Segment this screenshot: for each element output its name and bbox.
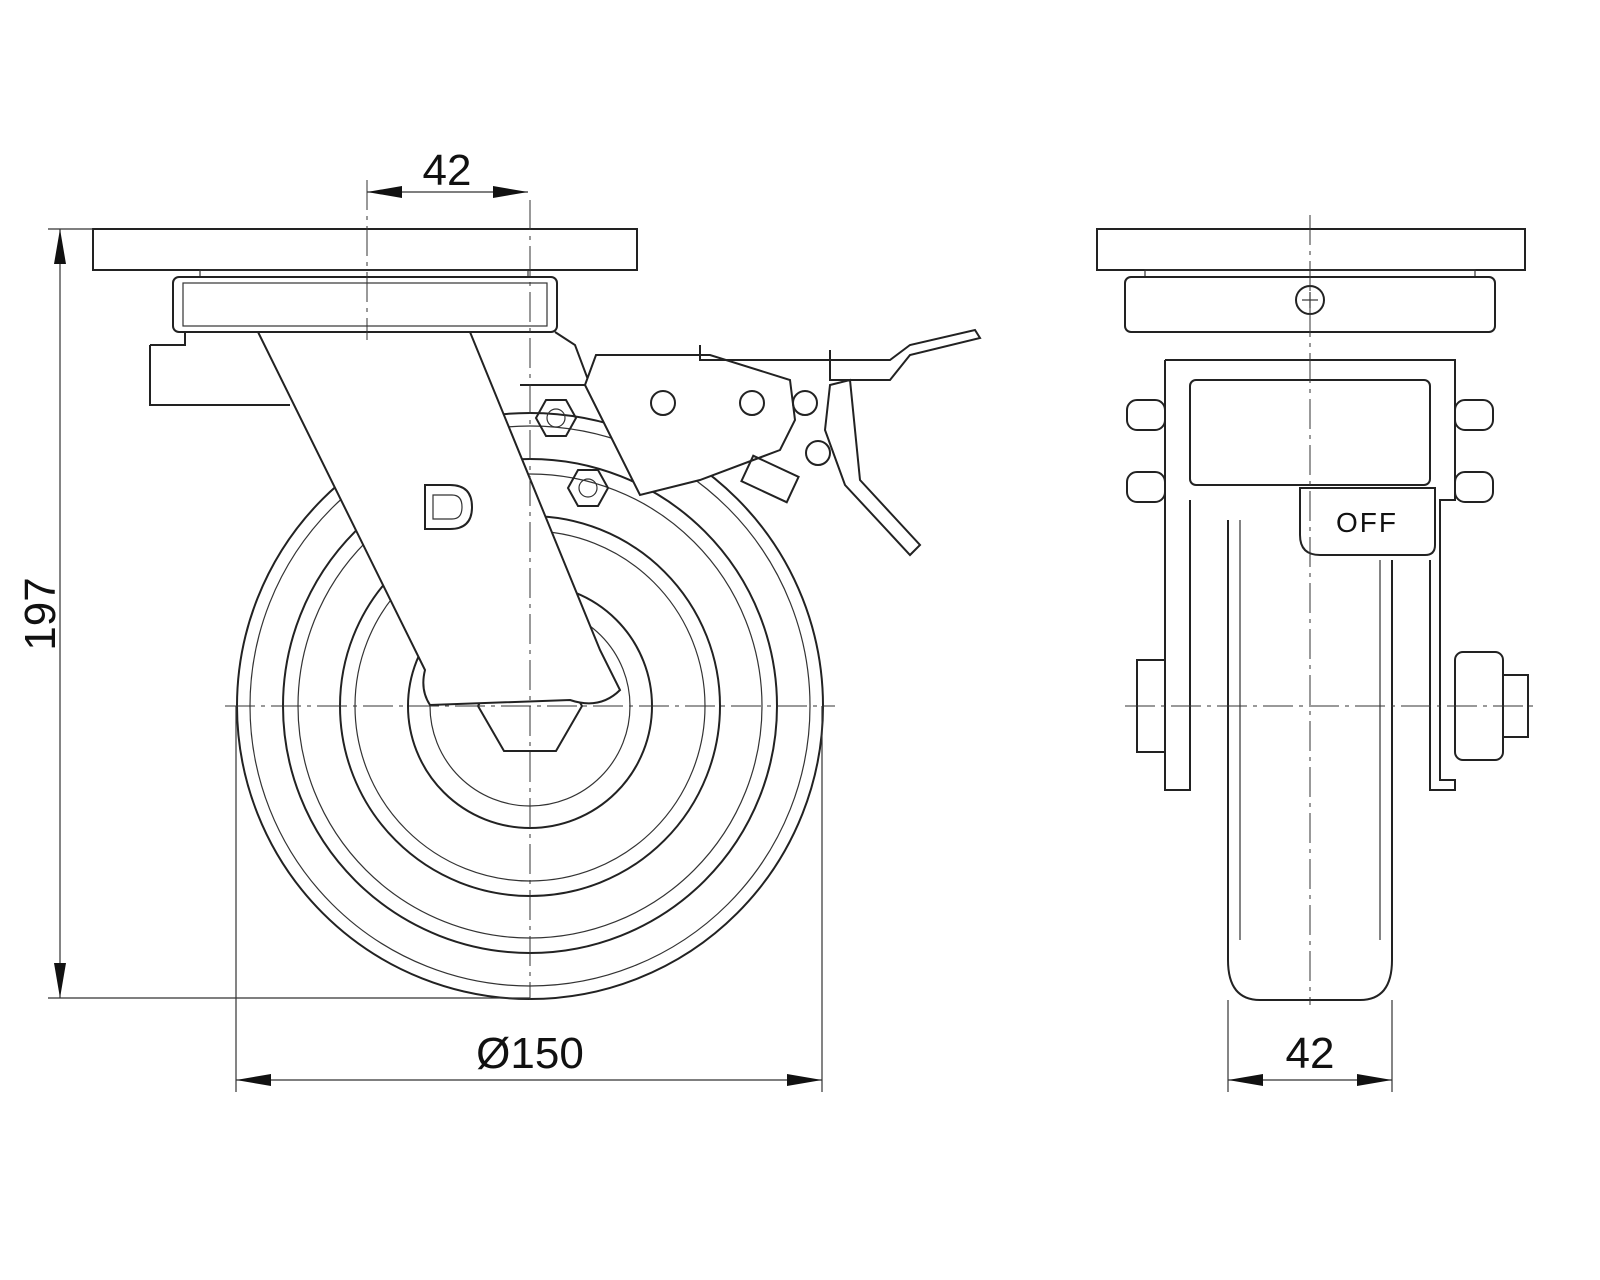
height-dimension-label: 197 <box>16 577 65 650</box>
dimension-height: 197 <box>16 228 530 999</box>
plate-spacer <box>199 269 529 278</box>
top-plate-front <box>1096 228 1526 271</box>
swivel-housing-inner <box>182 282 548 327</box>
pivot-nut-lower <box>566 469 610 507</box>
brake-assembly <box>534 328 982 557</box>
housing-lugs <box>149 331 592 406</box>
bolt-right-upper <box>1454 399 1494 431</box>
top-plate <box>92 228 638 271</box>
bolt-right-lower <box>1454 471 1494 503</box>
bolt-left-upper <box>1126 399 1166 431</box>
dimension-width: 42 <box>1227 1000 1393 1092</box>
pivot-nut-upper <box>534 399 578 437</box>
dimension-offset: 42 <box>367 146 528 198</box>
logo-d-icon <box>424 484 474 530</box>
side-view <box>92 180 982 1000</box>
diameter-dimension-label: Ø150 <box>476 1029 584 1078</box>
swivel-housing <box>172 276 558 333</box>
brake-pedal-front <box>1299 487 1436 556</box>
brake-off-label: OFF <box>1336 507 1398 538</box>
offset-dimension-label: 42 <box>423 146 472 195</box>
front-view: OFF <box>1096 215 1535 1005</box>
dimension-diameter: Ø150 <box>235 706 823 1092</box>
bolt-left-lower <box>1126 471 1166 503</box>
width-dimension-label: 42 <box>1286 1029 1335 1078</box>
